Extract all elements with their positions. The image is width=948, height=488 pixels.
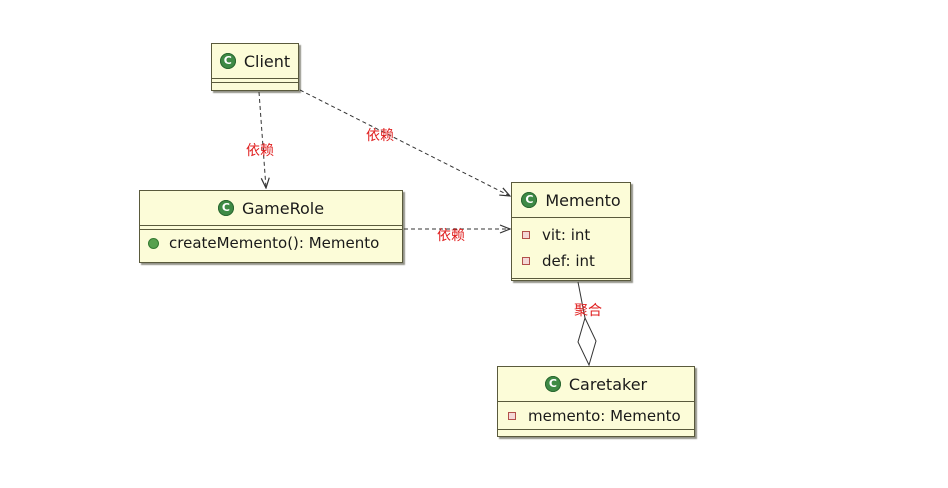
class-caretaker[interactable]: C Caretaker memento: Memento (497, 366, 695, 437)
class-gamerole[interactable]: C GameRole createMemento(): Memento (139, 190, 403, 263)
class-caretaker-header: C Caretaker (498, 367, 694, 401)
class-memento-fields: vit: int def: int (512, 218, 630, 278)
class-caretaker-fields: memento: Memento (498, 402, 694, 429)
class-memento-header: C Memento (512, 183, 630, 217)
class-memento[interactable]: C Memento vit: int def: int (511, 182, 631, 281)
method-row[interactable]: createMemento(): Memento (140, 230, 402, 256)
field-row[interactable]: vit: int (512, 222, 630, 248)
relation-label-aggregation: 聚合 (574, 303, 602, 319)
private-field-icon (522, 257, 530, 265)
class-client-compartments (212, 78, 298, 83)
class-gamerole-methods: createMemento(): Memento (140, 230, 402, 260)
class-icon: C (219, 53, 236, 69)
class-memento-name: Memento (545, 190, 621, 210)
dependency-client-gamerole (258, 91, 266, 188)
field-row[interactable]: def: int (512, 248, 630, 274)
field-row[interactable]: memento: Memento (498, 403, 694, 429)
class-gamerole-compartments (140, 225, 402, 230)
class-icon: C (544, 376, 561, 392)
aggregation-diamond-icon (577, 316, 597, 367)
class-caretaker-divider (498, 401, 694, 402)
public-method-icon (148, 237, 159, 249)
class-caretaker-name: Caretaker (568, 374, 648, 394)
class-gamerole-header: C GameRole (140, 191, 402, 225)
field-memento: memento: Memento (528, 407, 681, 425)
relation-label-client-memento: 依赖 (366, 128, 394, 144)
class-client[interactable]: C Client (211, 43, 299, 91)
private-field-icon (508, 412, 516, 420)
class-memento-divider (512, 278, 630, 279)
dependency-client-memento (299, 89, 510, 196)
class-client-header: C Client (212, 44, 298, 78)
aggregation-line (577, 281, 586, 319)
relation-label-gamerole-memento: 依赖 (437, 228, 465, 244)
class-icon: C (521, 192, 538, 208)
class-icon: C (217, 200, 234, 216)
private-field-icon (522, 231, 530, 239)
class-caretaker-divider (498, 429, 694, 430)
relation-label-client-gamerole: 依赖 (246, 143, 274, 159)
class-gamerole-name: GameRole (241, 198, 325, 218)
field-vit: vit: int (542, 226, 591, 244)
field-def: def: int (542, 252, 595, 270)
method-create-memento: createMemento(): Memento (169, 234, 380, 252)
class-client-name: Client (243, 51, 291, 71)
class-memento-divider (512, 217, 630, 218)
